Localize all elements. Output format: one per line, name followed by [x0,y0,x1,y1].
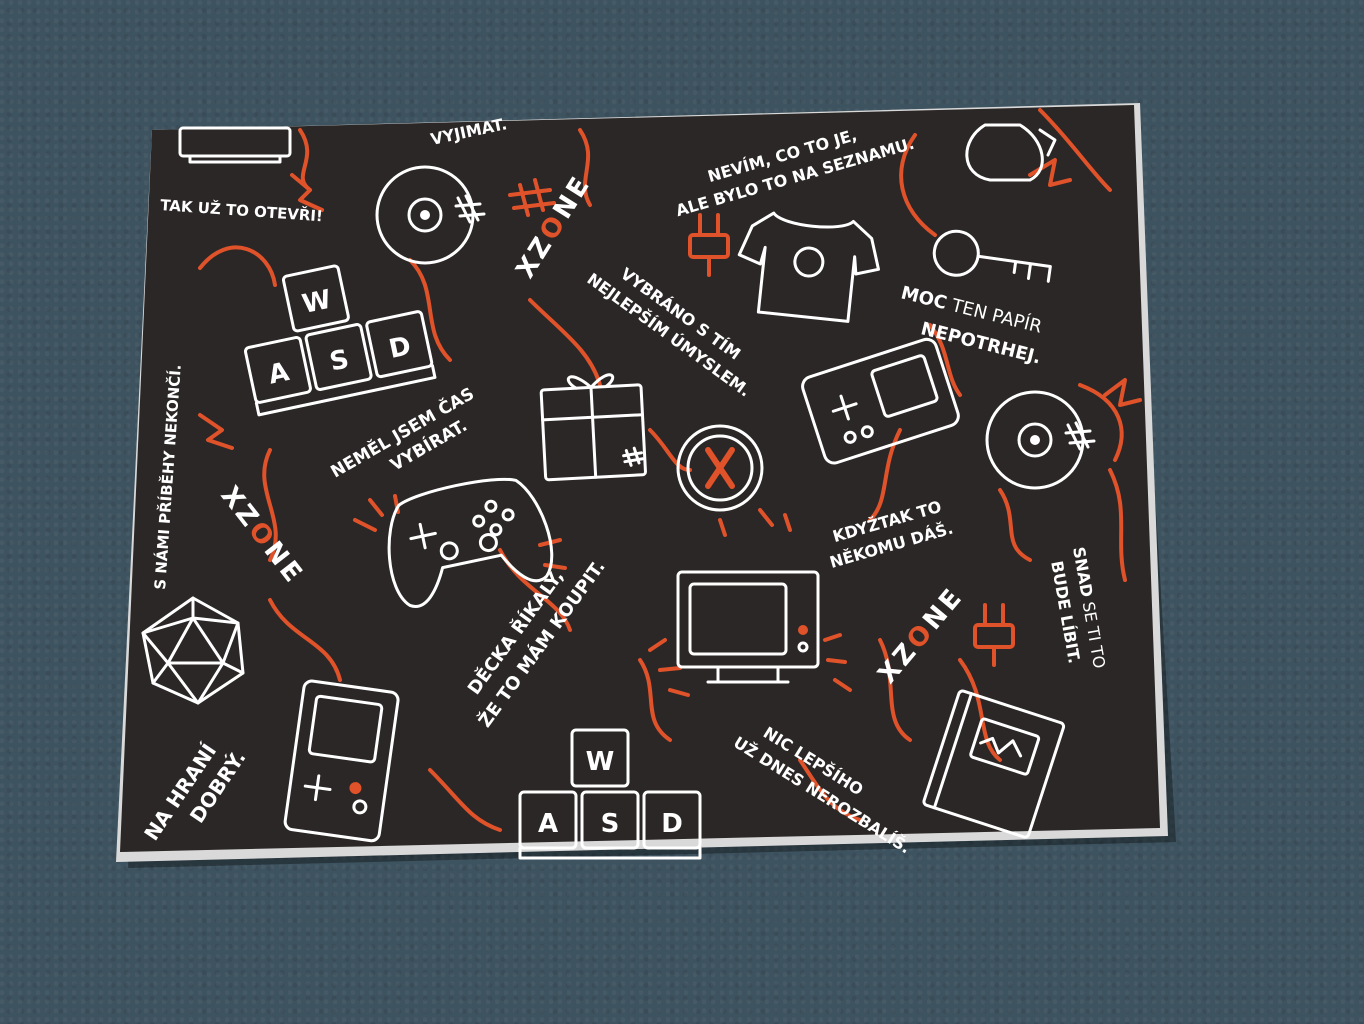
gamepad-icon [387,477,554,608]
device-icon [178,126,292,164]
plug-icon [688,213,730,277]
tv-icon [676,570,820,684]
orange-squiggles [198,108,1142,832]
svg-text:W: W [300,285,334,320]
bag-icon [965,123,1057,182]
gift-icon [539,373,647,482]
handheld-console-icon [283,679,400,843]
disc-icon [985,390,1096,490]
keyboard-keys-icon: W A S D [518,728,702,860]
svg-text:S: S [601,809,620,839]
xzone-badge-icon [676,424,764,512]
svg-text:D: D [661,809,683,839]
handheld-console-icon [801,337,960,465]
svg-text:W: W [586,747,615,777]
dice-icon [141,596,245,705]
svg-text:A: A [538,809,558,839]
hashtag-icon [508,178,556,217]
tshirt-icon [737,211,880,323]
key-icon [932,229,1052,283]
plug-icon [973,603,1015,667]
disc-icon [375,165,486,265]
wrapping-paper [120,105,1160,852]
book-icon [922,689,1066,839]
